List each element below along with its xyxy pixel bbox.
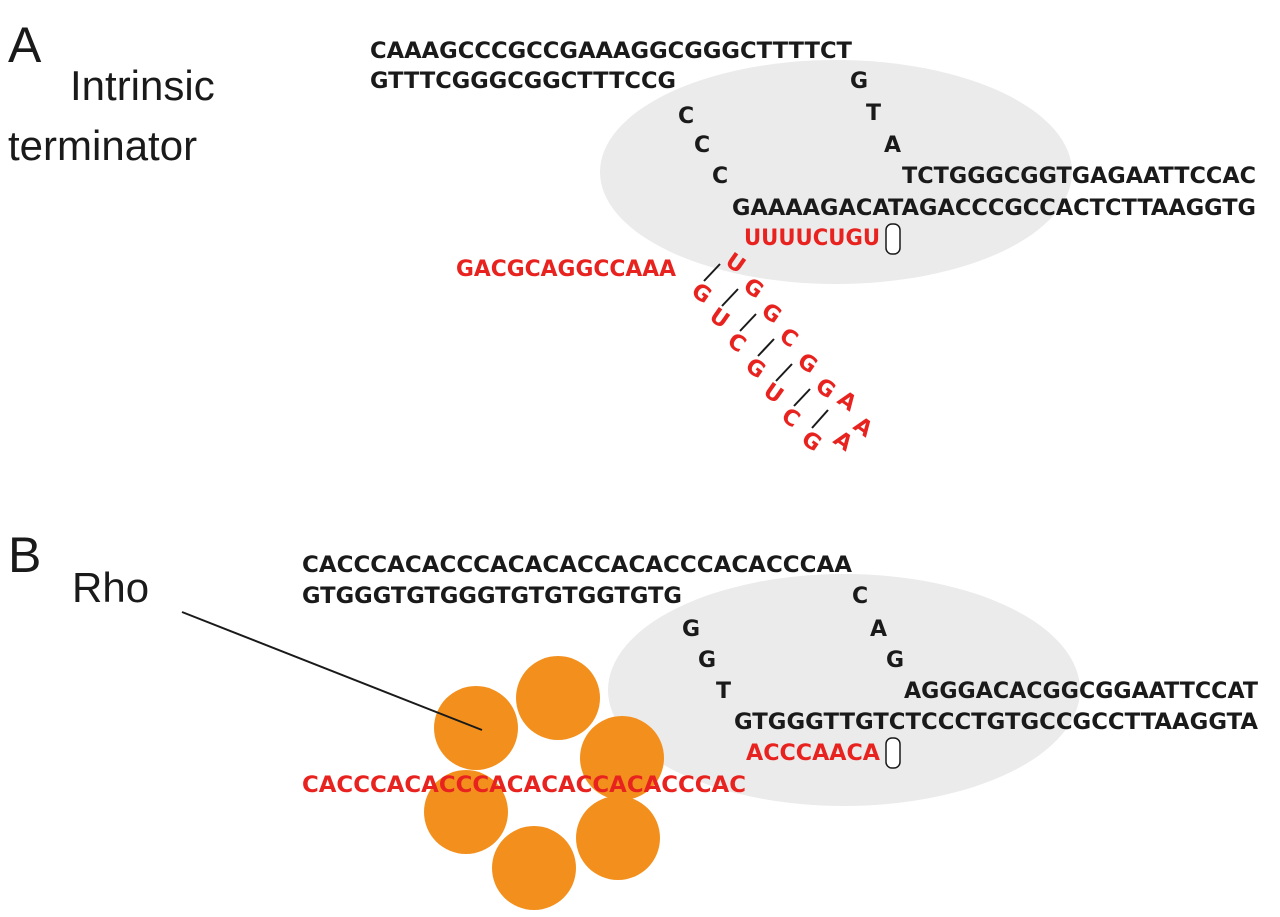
b-downstream-bottom-strand: GTGGGTTGTCTCCCTGTGCCGCCTTAAGGTA — [734, 710, 1258, 735]
b-bubble-right-base: C — [852, 584, 868, 609]
rho-subunit — [424, 770, 508, 854]
b-rna-hybrid: ACCCAACA — [746, 741, 880, 766]
a-hairpin-right-base: C — [775, 323, 803, 353]
b-bubble-right-base: A — [870, 617, 887, 642]
a-hairpin-left-base: C — [777, 403, 805, 433]
b-rna-tail: CACCCACACCCACACACCACACCCAC — [302, 773, 746, 798]
rho-pointer-line — [181, 611, 483, 731]
a-hairpin-right-base: G — [793, 348, 822, 379]
b-bubble-left-base: T — [716, 679, 731, 704]
a-downstream-top-strand: TCTGGGCGGTGAGAATTCCAC — [902, 164, 1256, 189]
rho-subunit — [492, 826, 576, 910]
b-bubble-right-base: G — [886, 648, 904, 673]
panel-a-label-line2: terminator — [8, 122, 197, 169]
panel-b-letter: B — [8, 527, 41, 583]
b-downstream-top-strand: AGGGACACGGCGGAATTCCAT — [904, 679, 1258, 704]
a-hairpin-left-base: U — [705, 303, 734, 334]
a-dna-bottom-strand: GTTTCGGGCGGCTTTCCG — [370, 69, 676, 94]
a-dna-top-strand: CAAAGCCCGCCGAAAGGCGGGCTTTTCT — [370, 39, 852, 64]
a-hairpin-right-base: A — [833, 386, 861, 416]
a-rna-hybrid: UUUUCUGU — [744, 226, 880, 251]
b-dna-bottom-strand: GTGGGTGTGGGTGTGTGGTGTG — [302, 584, 682, 609]
rho-subunit — [576, 796, 660, 880]
a-bubble-left-base: C — [712, 164, 728, 189]
a-hairpin-left-base: U — [759, 378, 788, 409]
a-hairpin-right-base: G — [811, 373, 840, 404]
a-bubble-right-base: T — [866, 101, 881, 126]
b-active-site-marker — [885, 737, 901, 769]
a-downstream-bottom-strand: GAAAAGACATAGACCCGCCACTCTTAAGGTG — [732, 196, 1256, 221]
a-rna-tail: GACGCAGGCCAAA — [456, 257, 676, 282]
a-hairpin-base-pairs — [703, 263, 829, 429]
rho-subunit — [580, 716, 664, 800]
a-bubble-right-base: G — [850, 69, 868, 94]
a-bubble-left-base: C — [678, 104, 694, 129]
rho-subunit — [516, 656, 600, 740]
panel-a-label-line1: Intrinsic — [70, 62, 215, 109]
a-hairpin-left-base: G — [741, 353, 770, 384]
rna-polymerase-a — [600, 60, 1072, 284]
a-active-site-marker — [885, 223, 901, 255]
b-dna-top-strand: CACCCACACCCACACACCACACCCACACCCAA — [302, 553, 852, 578]
a-bubble-right-base: A — [884, 133, 901, 158]
panel-a-letter: A — [8, 17, 42, 73]
panel-b-label: Rho — [72, 564, 149, 611]
a-hairpin-left-base: G — [797, 426, 826, 457]
b-bubble-left-base: G — [698, 648, 716, 673]
b-bubble-left-base: G — [682, 617, 700, 642]
a-hairpin-right-base: G — [757, 298, 786, 329]
a-hairpin-left-base: C — [723, 328, 751, 358]
a-bubble-left-base: C — [694, 133, 710, 158]
a-hairpin-left-base: G — [687, 278, 716, 309]
rna-polymerase-b — [608, 574, 1080, 806]
